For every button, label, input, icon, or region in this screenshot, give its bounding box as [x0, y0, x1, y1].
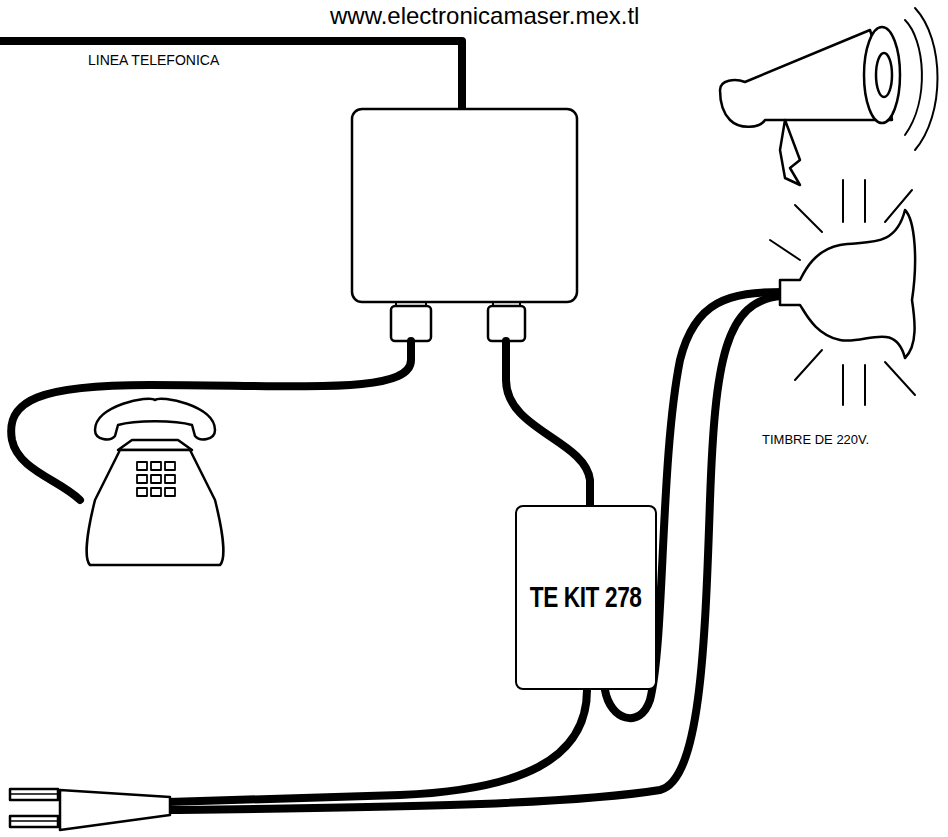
line-label: LINEA TELEFONICA [88, 52, 219, 68]
telephone [87, 399, 224, 565]
bell-label: TIMBRE DE 220V. [762, 432, 869, 447]
connector [391, 306, 431, 341]
kit-box: TE KIT 278 [515, 505, 657, 690]
kit-input-wire [506, 341, 590, 506]
bell-wire [168, 296, 782, 810]
bell [770, 180, 915, 405]
plug-wire [168, 690, 587, 802]
website-watermark: www.electronicamaser.mex.tl [330, 2, 639, 30]
horn-speaker [720, 8, 938, 185]
power-plug [10, 789, 170, 830]
phone-wire [11, 341, 411, 500]
phone-line-wire [0, 41, 462, 110]
splitter-box [352, 109, 577, 302]
kit-label: TE KIT 278 [530, 581, 642, 614]
connector [488, 306, 525, 341]
